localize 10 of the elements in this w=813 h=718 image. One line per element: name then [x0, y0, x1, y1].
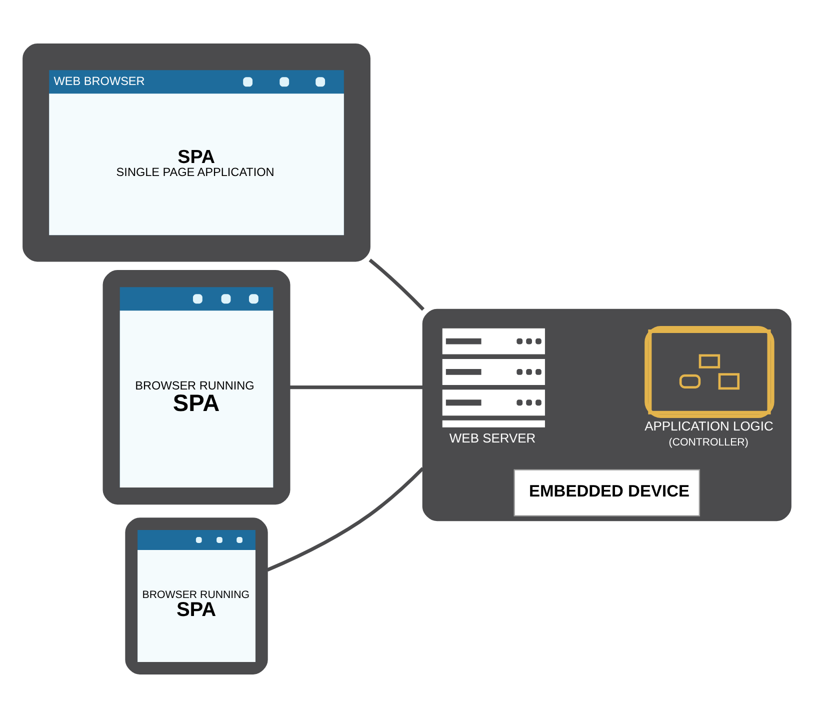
connector: [289, 386, 422, 390]
connector: [368, 258, 424, 311]
cluster: [124, 518, 268, 674]
node-label: WEB SERVER: [448, 430, 536, 446]
node-box: [644, 326, 774, 418]
connector: [266, 467, 424, 572]
cluster: [102, 270, 290, 505]
cluster: [22, 44, 370, 262]
node-label: (CONTROLLER): [668, 436, 748, 448]
node-label: APPLICATION LOGIC: [644, 418, 773, 434]
